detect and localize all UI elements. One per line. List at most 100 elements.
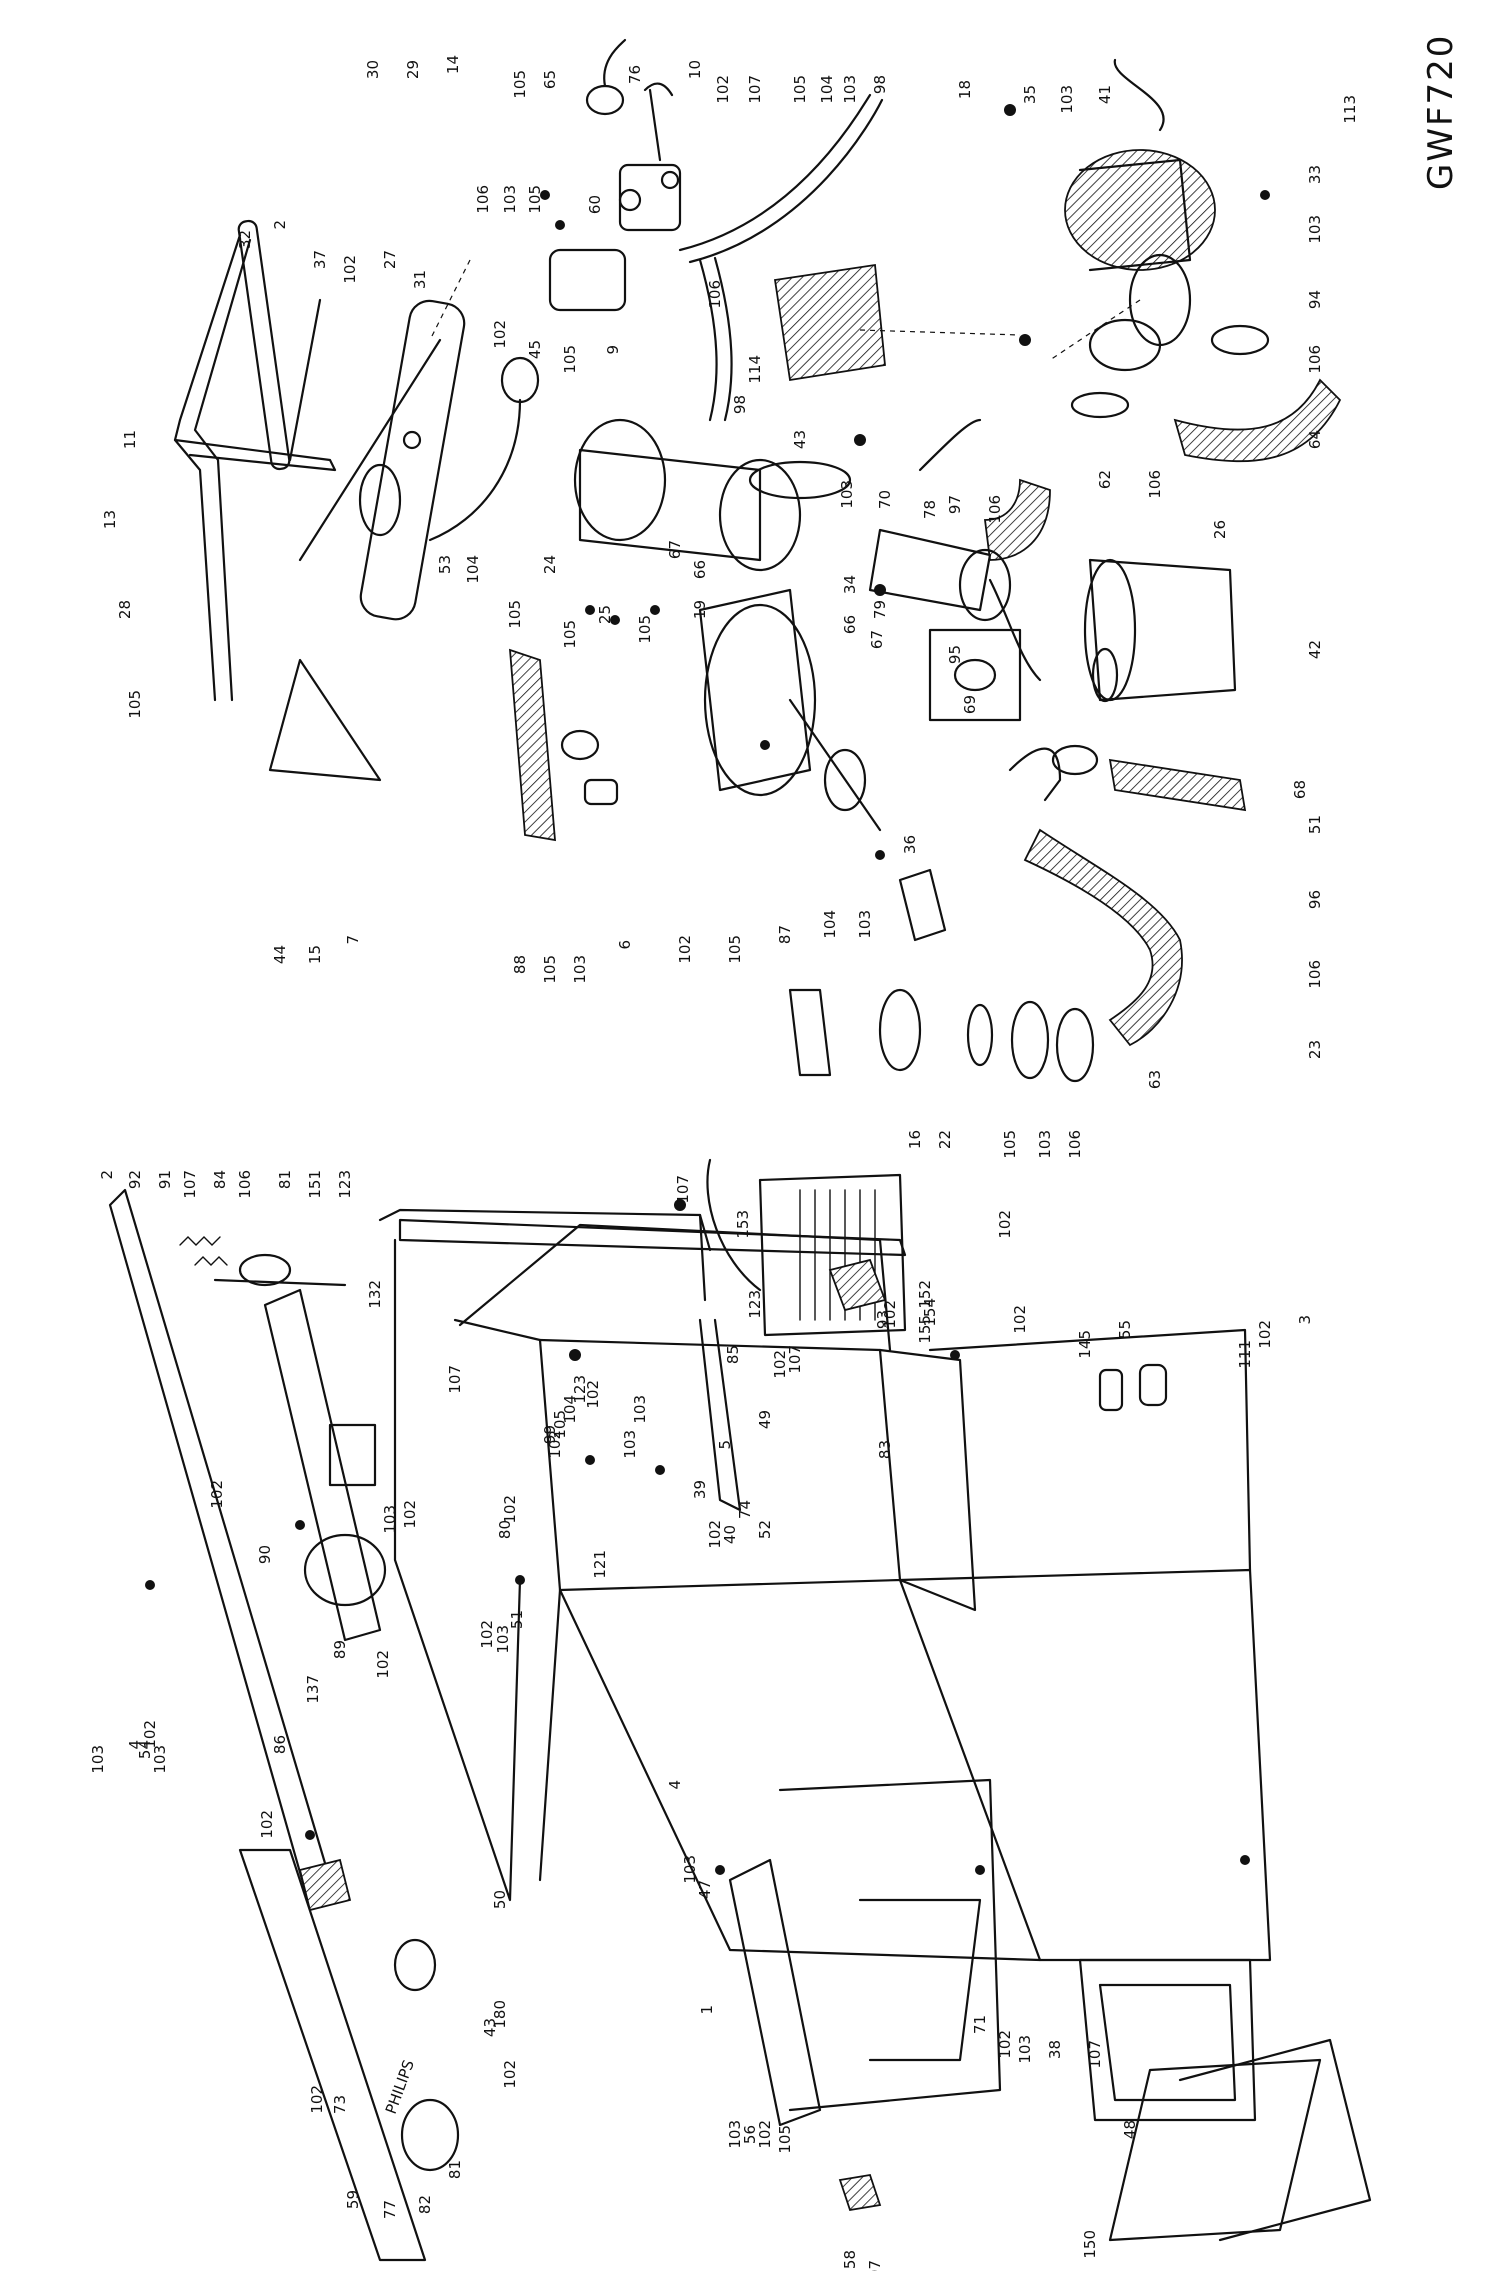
screw <box>585 1455 595 1465</box>
callout-label: 1 <box>698 2005 716 2015</box>
tank-end <box>703 603 817 797</box>
rack-inner <box>1098 1983 1237 2102</box>
callout-label: 102 <box>308 2085 326 2114</box>
callout-label: 43 <box>481 2018 499 2037</box>
callout-label: 105 <box>776 2125 794 2154</box>
callout-label: 2 <box>98 1170 116 1180</box>
callout-label: 64 <box>1306 430 1324 449</box>
callout-label: 102 <box>676 935 694 964</box>
part-16 <box>788 988 832 1077</box>
callout-label: 96 <box>1306 890 1324 909</box>
callout-label: 132 <box>366 1280 384 1309</box>
callout-label: 106 <box>1306 345 1324 374</box>
knob-61 <box>400 2098 460 2172</box>
callout-label: 121 <box>591 1550 609 1579</box>
callout-label: 32 <box>236 230 254 249</box>
screw <box>305 1830 315 1840</box>
electrical-box <box>758 1173 907 1337</box>
callout-label: 103 <box>151 1745 169 1774</box>
rear-frame-post <box>698 1213 707 1302</box>
callout-label: 103 <box>1058 85 1076 114</box>
callout-label: 103 <box>621 1430 639 1459</box>
callout-label: 59 <box>344 2190 362 2209</box>
callout-label: 80 <box>496 1520 514 1539</box>
callout-label: 105 <box>1001 1130 1019 1159</box>
callout-label: 78 <box>921 500 939 519</box>
callout-label: 102 <box>208 1480 226 1509</box>
callout-label: 94 <box>1306 290 1324 309</box>
callout-label: 30 <box>364 60 382 79</box>
callout-label: 111 <box>1236 1340 1254 1369</box>
cabinet-inner-box <box>538 1338 902 1592</box>
callout-label: 74 <box>736 1500 754 1519</box>
cabinet-inner-left <box>453 1318 562 1882</box>
callout-label: 69 <box>961 695 979 714</box>
callout-label: 83 <box>876 1440 894 1459</box>
callout-label: 65 <box>541 70 559 89</box>
callout-label: 86 <box>271 1735 289 1754</box>
callout-label: 154 <box>921 1298 939 1327</box>
callout-label: 107 <box>181 1170 199 1199</box>
callout-label: 9 <box>604 345 622 355</box>
container-42 <box>1088 558 1237 702</box>
cabinet-base <box>558 1578 1042 1962</box>
callout-label: 24 <box>541 555 559 574</box>
washer <box>875 850 885 860</box>
callout-label: 92 <box>126 1170 144 1189</box>
callout-label: 51 <box>1306 815 1324 834</box>
heater-ring <box>560 729 600 761</box>
panel-knob-socket <box>393 1938 437 1992</box>
callout-label: 37 <box>311 250 329 269</box>
callout-label: 81 <box>276 1170 294 1189</box>
inset-part <box>953 658 997 692</box>
tank-cylinder <box>698 588 812 792</box>
door-panel <box>778 1778 1002 2112</box>
callout-label: 123 <box>336 1170 354 1199</box>
wash-pump-assembly <box>173 38 1342 1083</box>
callout-label: 103 <box>1306 215 1324 244</box>
callout-label: 102 <box>706 1520 724 1549</box>
callout-label: 11 <box>121 430 139 449</box>
panel-150 <box>1108 2058 1322 2242</box>
callout-label: 102 <box>501 2060 519 2089</box>
spray-hub <box>358 463 402 537</box>
callout-label: 103 <box>1036 1130 1054 1159</box>
washer <box>1019 334 1031 346</box>
cap-36 <box>898 868 947 942</box>
triangle-frame <box>268 658 382 782</box>
clamp-a <box>1070 391 1130 419</box>
part-22 <box>878 988 922 1072</box>
callout-label: 104 <box>561 1395 579 1424</box>
callout-label: 14 <box>444 55 462 74</box>
callout-label: 31 <box>411 270 429 289</box>
callout-label: 81 <box>446 2160 464 2179</box>
tank-cap <box>573 418 667 542</box>
cabinet-assembly: PHILIPS <box>108 1158 1372 2262</box>
callout-label: 89 <box>331 1640 349 1659</box>
callout-label: 114 <box>746 355 764 384</box>
callout-label: 103 <box>89 1745 107 1774</box>
panel-48 <box>1178 2038 1372 2242</box>
callout-label: 77 <box>381 2200 399 2219</box>
top-lid <box>108 1188 332 1892</box>
callout-label: 105 <box>561 620 579 649</box>
callout-label: 43 <box>791 430 809 449</box>
callout-label: 104 <box>464 555 482 584</box>
callout-label: 53 <box>436 555 454 574</box>
switch-86 <box>298 1858 352 1912</box>
washer <box>760 740 770 750</box>
spray-arm-lower <box>359 299 466 621</box>
callout-label: 18 <box>956 80 974 99</box>
callout-label: 62 <box>1096 470 1114 489</box>
callout-label: 152 <box>916 1280 934 1309</box>
callout-label: 50 <box>491 1890 509 1909</box>
part-93 <box>828 1258 887 1312</box>
inlet-hose-outer <box>688 98 884 264</box>
spray-arm-upper <box>237 219 291 471</box>
callout-label: 51 <box>508 1610 526 1629</box>
callout-label: 13 <box>101 510 119 529</box>
wire-68 <box>988 578 1042 682</box>
callout-label: 40 <box>721 1525 739 1544</box>
callout-label: 105 <box>561 345 579 374</box>
valve-port-2 <box>660 170 680 190</box>
